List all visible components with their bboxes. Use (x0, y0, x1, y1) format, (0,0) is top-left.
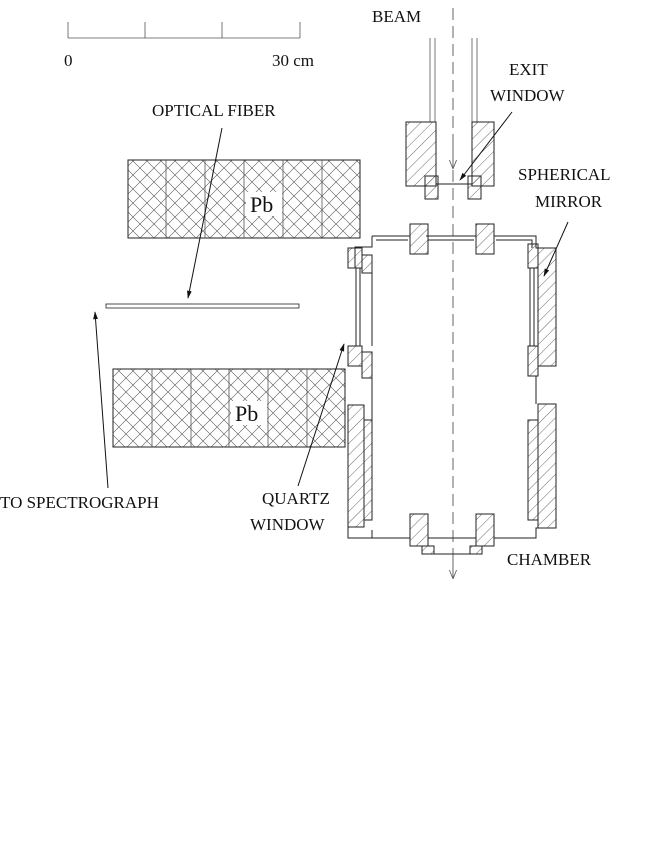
lead-shield-top: Pb (127, 159, 361, 239)
pb-bottom-label: Pb (235, 401, 258, 426)
spherical-mirror-label-line1: SPHERICAL (518, 165, 611, 184)
lead-shield-bottom: Pb (112, 368, 346, 448)
exit-window-flange (405, 121, 495, 200)
quartz-window-label-line2: WINDOW (250, 515, 326, 534)
quartz-window-label-line1: QUARTZ (262, 489, 330, 508)
to-spectrograph-label: TO SPECTROGRAPH (0, 493, 159, 512)
exit-window-label-line1: EXIT (509, 60, 548, 79)
quartz-window-pointer (297, 343, 345, 487)
scale-bar: 0 30 cm (64, 22, 314, 70)
scale-start-label: 0 (64, 51, 73, 70)
chamber-label: CHAMBER (507, 550, 592, 569)
spherical-mirror-label-line2: MIRROR (535, 192, 603, 211)
beam-pipe (429, 38, 478, 122)
exit-window-pointer (459, 111, 513, 181)
spherical-mirror-pointer (543, 221, 569, 277)
beam-label: BEAM (372, 7, 421, 26)
scale-end-label: 30 cm (272, 51, 314, 70)
chamber (347, 223, 557, 555)
pb-top-label: Pb (250, 192, 273, 217)
optical-fiber (105, 303, 300, 309)
exit-window-label-line2: WINDOW (490, 86, 566, 105)
to-spectrograph-pointer (93, 311, 109, 489)
optical-fiber-label: OPTICAL FIBER (152, 101, 276, 120)
optical-fiber-pointer (187, 127, 223, 299)
